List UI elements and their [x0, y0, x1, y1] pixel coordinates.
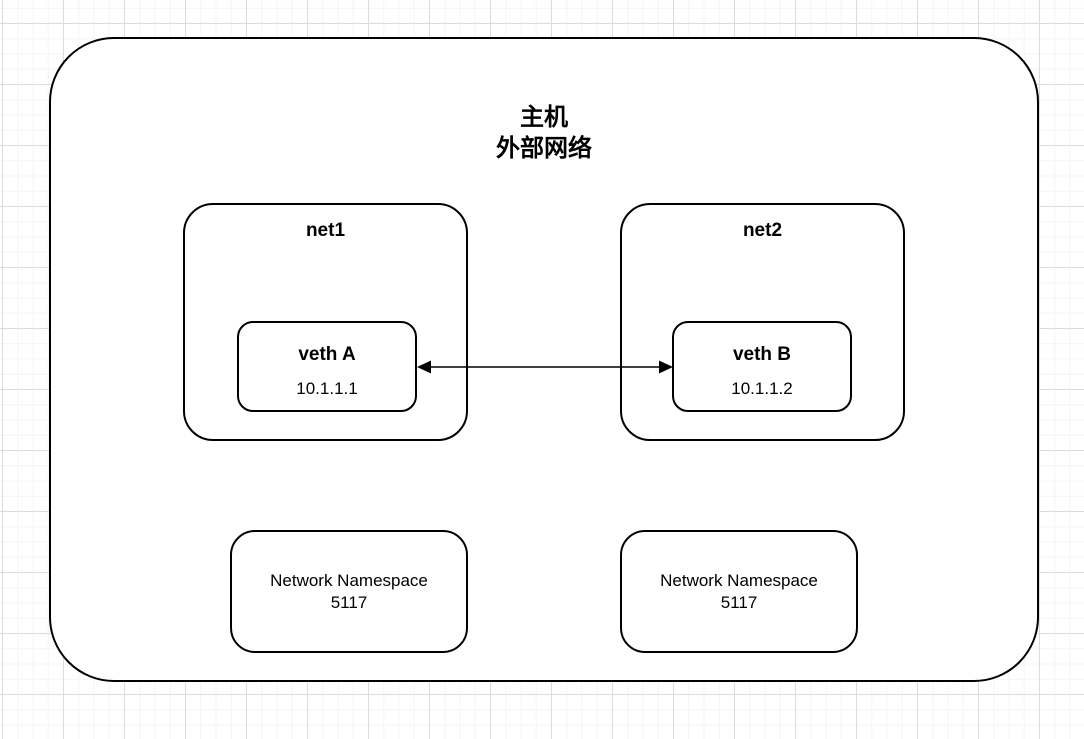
namespace-right-id: 5117	[720, 592, 758, 612]
host-outer-box: 主机 外部网络 net1 veth A 10.1.1.1 net2 veth B…	[49, 37, 1039, 682]
namespace-box-left: Network Namespace 5117	[230, 530, 468, 653]
netns-box-net1: net1 veth A 10.1.1.1	[183, 203, 468, 441]
host-title-line2: 外部网络	[496, 135, 592, 162]
host-title-line1: 主机	[520, 104, 568, 131]
netns-net1-label: net1	[305, 220, 346, 241]
veth-connection-double-arrow-icon	[417, 360, 673, 374]
namespace-left-id: 5117	[330, 592, 368, 612]
host-title: 主机 外部网络	[51, 102, 1037, 164]
veth-box-a: veth A 10.1.1.1	[237, 321, 417, 412]
namespace-box-right: Network Namespace 5117	[620, 530, 858, 653]
veth-a-ip: 10.1.1.1	[296, 379, 358, 398]
veth-box-b: veth B 10.1.1.2	[672, 321, 852, 412]
namespace-right-label: Network Namespace	[660, 570, 818, 590]
veth-a-name: veth A	[298, 344, 356, 365]
netns-box-net2: net2 veth B 10.1.1.2	[620, 203, 905, 441]
namespace-left-label: Network Namespace	[270, 570, 428, 590]
veth-b-name: veth B	[732, 344, 792, 365]
veth-b-ip: 10.1.1.2	[731, 379, 793, 398]
netns-net2-label: net2	[742, 220, 783, 241]
